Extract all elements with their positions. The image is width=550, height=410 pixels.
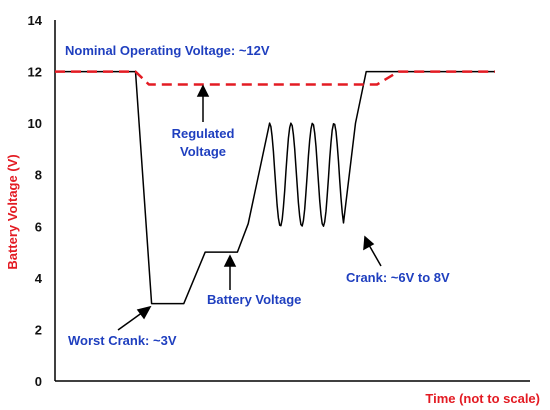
crank-arrow (368, 244, 382, 267)
regulated-voltage-line (55, 70, 495, 86)
y-tick-label: 14 (28, 13, 43, 28)
battery-voltage-arrowhead (223, 254, 237, 267)
worst-crank-arrowhead (136, 305, 152, 320)
y-tick-label: 10 (28, 116, 42, 131)
y-tick-label: 2 (35, 322, 42, 337)
worst-crank-label: Worst Crank: ~3V (68, 333, 177, 348)
series-layer (55, 70, 495, 305)
regulated-voltage-label-line1: Regulated (172, 126, 235, 141)
y-axis-title: Battery Voltage (V) (5, 154, 20, 269)
crank-arrowhead (363, 235, 375, 251)
plot-area (54, 20, 530, 382)
y-tick-label: 12 (28, 65, 42, 80)
x-axis-title: Time (not to scale) (425, 391, 540, 406)
nominal-voltage-label: Nominal Operating Voltage: ~12V (65, 43, 270, 58)
y-tick-label: 8 (35, 168, 42, 183)
battery-voltage-label: Battery Voltage (207, 292, 301, 307)
battery-voltage-line (55, 70, 495, 305)
regulated-arrowhead (196, 84, 210, 97)
y-ticks: 0 2 4 6 8 10 12 14 (28, 13, 43, 389)
y-tick-label: 6 (35, 219, 42, 234)
regulated-voltage-label-line2: Voltage (180, 144, 226, 159)
crank-range-label: Crank: ~6V to 8V (346, 270, 450, 285)
annotation-arrows (117, 84, 382, 331)
y-tick-label: 4 (35, 271, 43, 286)
y-tick-label: 0 (35, 374, 42, 389)
worst-crank-arrow (117, 311, 144, 331)
